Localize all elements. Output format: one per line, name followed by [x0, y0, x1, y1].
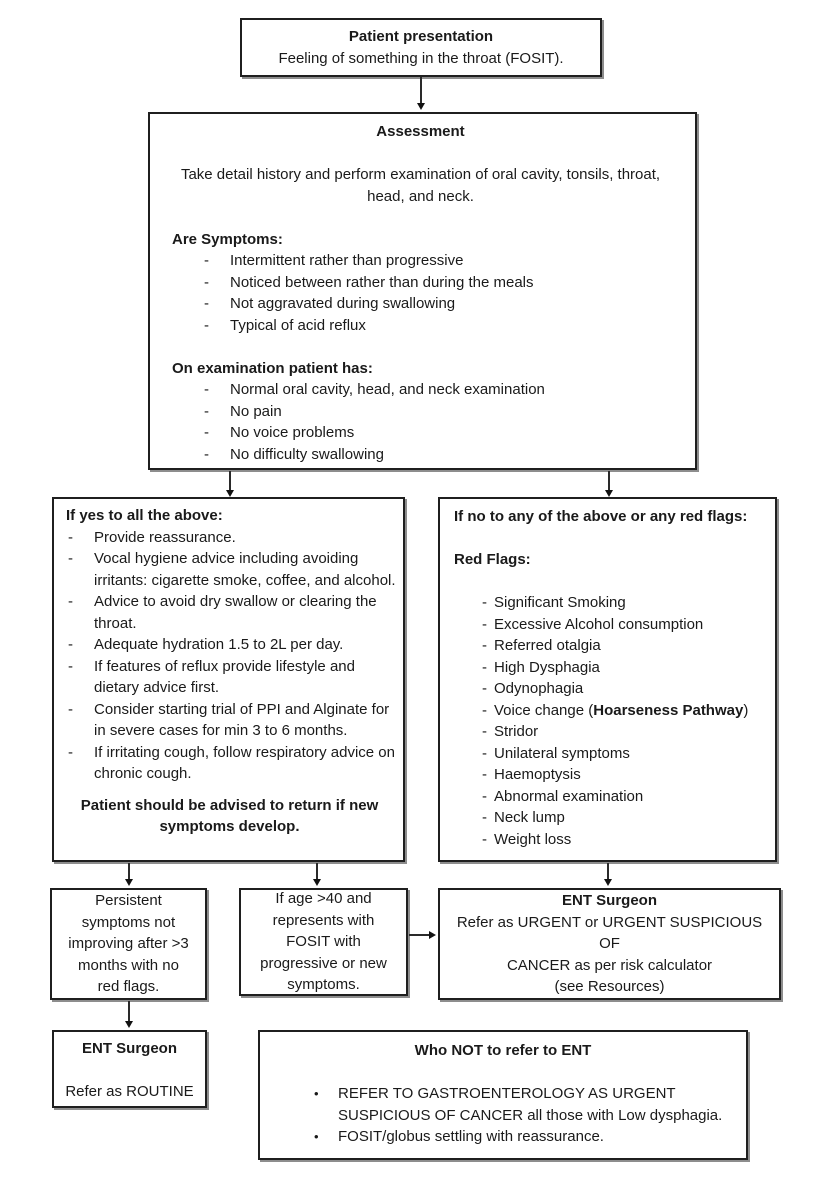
who-not-list: •REFER TO GASTROENTEROLOGY AS URGENT SUS…	[278, 1083, 728, 1148]
list-item: -Vocal hygiene advice including avoiding…	[68, 550, 396, 589]
exam-heading: On examination patient has:	[172, 359, 373, 377]
list-item: -No pain	[204, 402, 282, 420]
redflags-subheading: Red Flags:	[454, 551, 531, 568]
assessment-intro-line1: Take detail history and perform examinat…	[180, 166, 661, 183]
patient-presentation-box: Patient presentation Feeling of somethin…	[240, 18, 602, 77]
symptoms-list: -Intermittent rather than progressive -N…	[172, 250, 669, 336]
symptoms-heading: Are Symptoms:	[172, 230, 283, 248]
persistent-line: improving after >3	[68, 935, 189, 953]
list-item: -Odynophagia	[482, 680, 584, 697]
list-item: -Advice to avoid dry swallow or clearing…	[68, 593, 377, 632]
advice-footer-line1: Patient should be advised to return if n…	[80, 796, 379, 814]
ent-routine-refer: Refer as ROUTINE	[65, 1083, 194, 1100]
redflags-list: -Significant Smoking -Excessive Alcohol …	[454, 592, 765, 850]
age40-line: FOSIT with	[286, 933, 361, 951]
list-item: -Noticed between rather than during the …	[204, 273, 534, 291]
arrow-age40-to-ent-urgent	[409, 934, 429, 936]
list-item: -Weight loss	[482, 830, 572, 848]
list-item: -Neck lump	[482, 809, 565, 826]
list-item: -Intermittent rather than progressive	[204, 252, 464, 269]
persistent-line: Persistent	[95, 892, 162, 910]
list-item: -Haemoptysis	[482, 766, 581, 783]
persistent-line: symptoms not	[81, 913, 176, 931]
list-item: -High Dysphagia	[482, 658, 600, 676]
list-item: -Referred otalgia	[482, 637, 601, 654]
age40-line: If age >40 and	[275, 890, 372, 908]
list-item: •FOSIT/globus settling with reassurance.	[314, 1128, 604, 1145]
list-item: -No difficulty swallowing	[204, 445, 384, 463]
arrow-assessment-to-advice	[229, 471, 231, 490]
arrow-advice-to-persistent	[128, 863, 130, 879]
list-item: -Not aggravated during swallowing	[204, 295, 456, 312]
list-item: -If irritating cough, follow respiratory…	[68, 743, 395, 783]
list-item: -Stridor	[482, 723, 539, 740]
list-item-voice-change: -Voice change (Hoarseness Pathway)	[482, 701, 749, 719]
list-item: -Adequate hydration 1.5 to 2L per day.	[68, 636, 344, 653]
persistent-line: red flags.	[97, 978, 160, 996]
redflags-box: If no to any of the above or any red fla…	[438, 497, 777, 862]
assessment-title: Assessment	[376, 123, 465, 140]
advice-list: -Provide reassurance. -Vocal hygiene adv…	[66, 527, 396, 785]
assessment-intro-line2: head, and neck.	[367, 187, 474, 205]
who-not-title: Who NOT to refer to ENT	[414, 1042, 592, 1059]
list-item: -Normal oral cavity, head, and neck exam…	[204, 381, 545, 398]
age40-line: symptoms.	[287, 976, 360, 994]
who-not-to-refer-box: Who NOT to refer to ENT •REFER TO GASTRO…	[258, 1030, 748, 1160]
redflags-heading: If no to any of the above or any red fla…	[454, 508, 748, 525]
patient-presentation-title: Patient presentation	[348, 28, 494, 45]
ent-urgent-refer-line1: Refer as URGENT or URGENT SUSPICIOUS OF	[456, 913, 763, 953]
arrow-assessment-to-redflags	[608, 471, 610, 490]
list-item: -Significant Smoking	[482, 594, 626, 611]
assessment-box: Assessment Take detail history and perfo…	[148, 112, 697, 470]
arrow-advice-to-age40	[316, 863, 318, 879]
list-item: -Abnormal examination	[482, 787, 644, 805]
list-item: -No voice problems	[204, 424, 355, 441]
ent-surgeon-routine-box: ENT Surgeon Refer as ROUTINE	[52, 1030, 207, 1108]
ent-urgent-resources: (see Resources)	[554, 978, 665, 996]
ent-urgent-title: ENT Surgeon	[561, 892, 657, 910]
arrow-patient-to-assessment	[420, 77, 422, 103]
list-item: -If features of reflux provide lifestyle…	[68, 657, 355, 697]
ent-urgent-refer-line2: CANCER as per risk calculator	[506, 956, 713, 974]
list-item: -Consider starting trial of PPI and Algi…	[68, 700, 390, 740]
list-item: •REFER TO GASTROENTEROLOGY AS URGENT SUS…	[314, 1085, 723, 1124]
ent-routine-title: ENT Surgeon	[81, 1040, 177, 1057]
age40-line: represents with	[272, 911, 375, 929]
advice-heading: If yes to all the above:	[66, 507, 223, 524]
ent-surgeon-urgent-box: ENT Surgeon Refer as URGENT or URGENT SU…	[438, 888, 781, 1000]
advice-footer-line2: symptoms develop.	[159, 818, 300, 835]
list-item: -Excessive Alcohol consumption	[482, 615, 704, 633]
age-over-40-box: If age >40 and represents with FOSIT wit…	[239, 888, 408, 996]
arrow-redflags-to-ent-urgent	[607, 863, 609, 879]
persistent-symptoms-box: Persistent symptoms not improving after …	[50, 888, 207, 1000]
persistent-line: months with no	[78, 956, 179, 974]
arrow-persistent-to-ent-routine	[128, 1001, 130, 1021]
advice-box: If yes to all the above: -Provide reassu…	[52, 497, 405, 862]
age40-line: progressive or new	[260, 954, 387, 972]
exam-list: -Normal oral cavity, head, and neck exam…	[172, 379, 669, 465]
patient-presentation-subtitle: Feeling of something in the throat (FOSI…	[278, 49, 564, 67]
list-item: -Typical of acid reflux	[204, 316, 366, 334]
list-item: -Provide reassurance.	[68, 528, 236, 546]
list-item: -Unilateral symptoms	[482, 744, 630, 762]
